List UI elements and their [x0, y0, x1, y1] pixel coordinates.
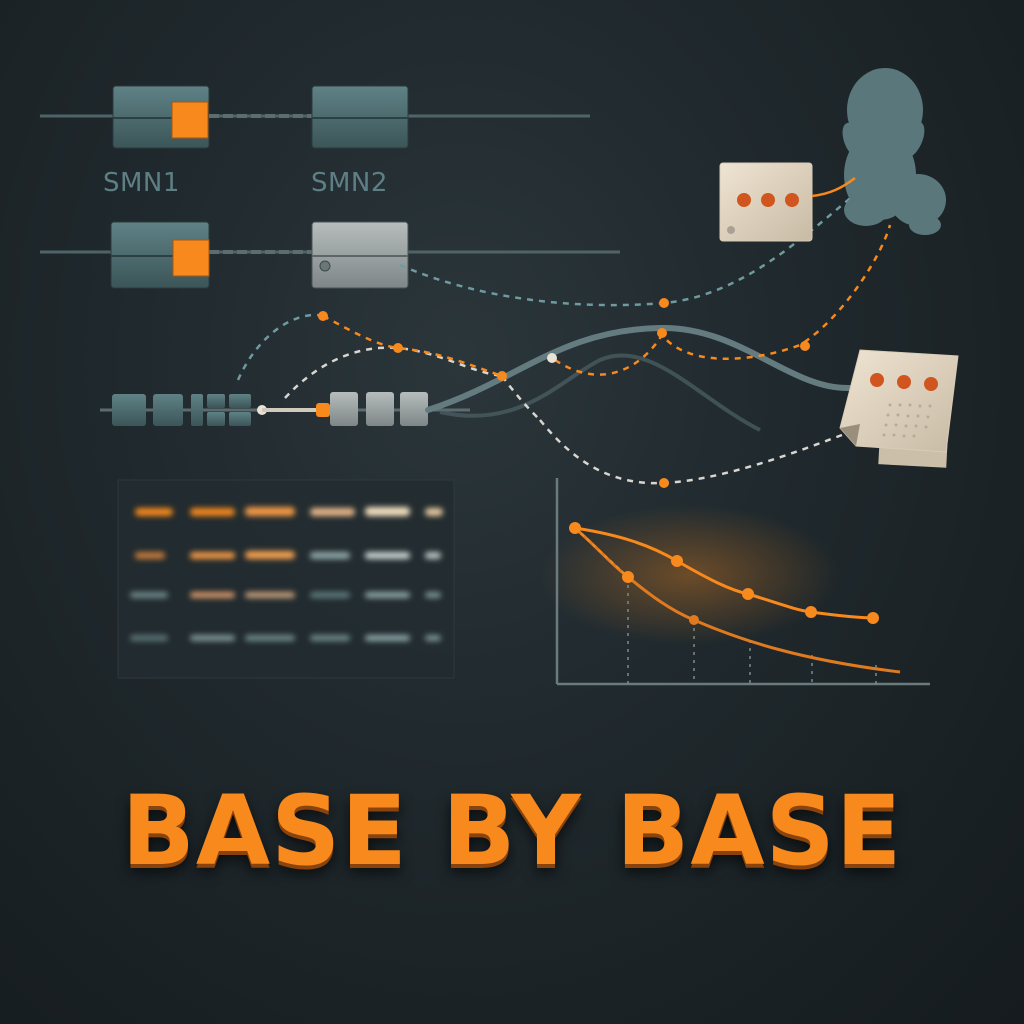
gray-exon	[400, 392, 428, 426]
smn1-mutation-marker	[171, 101, 209, 139]
plot-point	[569, 522, 581, 534]
dotted-curve-teal	[236, 313, 324, 381]
exon-block	[191, 394, 203, 426]
plot-point	[689, 615, 699, 625]
node-dot	[659, 298, 669, 308]
node-dot	[657, 328, 667, 338]
solid-curve	[425, 324, 853, 413]
plot-point	[671, 555, 683, 567]
node-dot	[393, 343, 403, 353]
gene-row-bottom	[40, 221, 620, 289]
node-dot	[497, 371, 507, 381]
node-dot	[659, 478, 669, 488]
gene-label-smn1: SMN1	[103, 168, 180, 198]
node-dot	[547, 353, 557, 363]
note-card-icon	[839, 349, 959, 468]
node-dot	[318, 311, 328, 321]
plot-point	[805, 606, 817, 618]
gene-row-top	[40, 85, 590, 149]
gray-exon	[330, 392, 358, 426]
gel-band	[365, 507, 410, 516]
dotted-curve-orange	[322, 314, 503, 378]
page-title: BASE BY BASE	[121, 775, 903, 887]
decay-plot	[540, 478, 930, 686]
baby-icon	[842, 68, 946, 235]
gel-band	[135, 508, 173, 516]
exon-block	[153, 394, 183, 426]
gel-band	[310, 508, 355, 516]
dotted-curve-orange-right	[554, 224, 892, 376]
splice-marker	[316, 403, 330, 417]
gel-band	[425, 508, 443, 516]
exon-chain	[100, 392, 470, 426]
exon-block	[112, 394, 146, 426]
curve-nodes	[318, 298, 810, 488]
smn1-mutation-marker-2	[172, 239, 210, 277]
plot-point	[622, 571, 634, 583]
gel-band	[245, 507, 295, 516]
dotted-curve-light-bottom	[539, 419, 856, 485]
plot-point	[742, 588, 754, 600]
gel-panel	[117, 479, 455, 679]
node-dot	[800, 341, 810, 351]
plot-point	[867, 612, 879, 624]
dotted-curve-light	[284, 346, 503, 399]
gel-band	[190, 508, 235, 516]
gene-label-smn2: SMN2	[311, 168, 388, 198]
gray-exon	[366, 392, 394, 426]
speech-card-icon	[719, 162, 856, 242]
